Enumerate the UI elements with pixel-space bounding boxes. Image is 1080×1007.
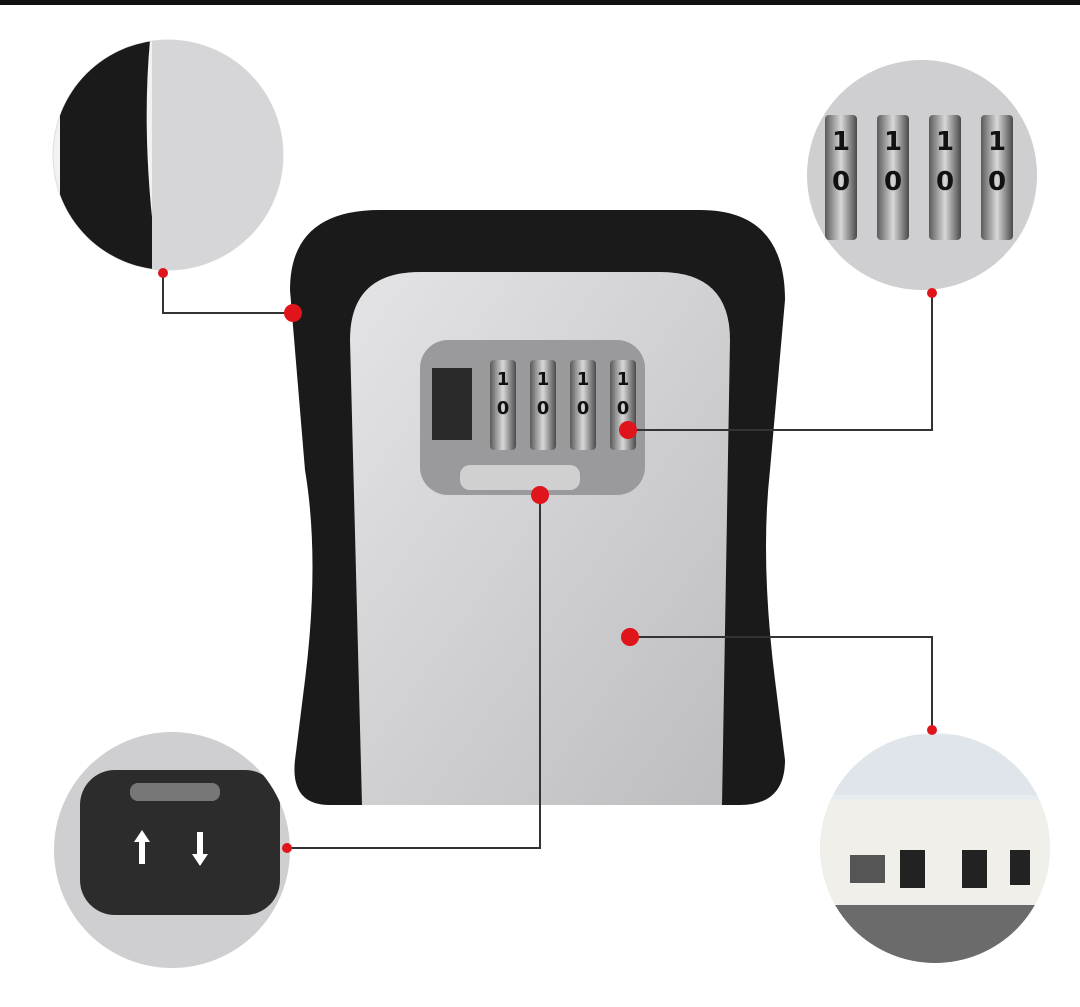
dial-digit-top: 1 (577, 369, 590, 390)
lock-body: 1 0 1 0 1 0 1 0 (290, 210, 785, 805)
dial-wheel (490, 360, 516, 450)
dial-digit-top: 1 (617, 369, 630, 390)
dial-digit-middle: 0 (617, 398, 630, 419)
detail-circle-edge (52, 39, 284, 271)
release-button (460, 465, 580, 490)
dial-digit-top: 1 (936, 127, 954, 157)
dial-wheel (981, 115, 1013, 240)
detail-circle-button (54, 732, 290, 968)
dial-digit-top: 1 (497, 369, 510, 390)
dial-digit-middle: 0 (884, 167, 902, 197)
callout-lines (162, 273, 933, 849)
dial-digit-top: 1 (537, 369, 550, 390)
dial-wheel (877, 115, 909, 240)
dial-digit-middle: 0 (577, 398, 590, 419)
up-arrow-icon (134, 830, 150, 864)
detail-circle-factory (820, 733, 1050, 963)
detail-circle-dials: 1 0 1 0 1 0 1 0 (807, 60, 1037, 290)
dial-wheel (530, 360, 556, 450)
callout-dots (158, 268, 937, 853)
down-arrow-icon (192, 832, 208, 866)
dial-digit-top: 1 (884, 127, 902, 157)
dial-wheel (825, 115, 857, 240)
top-bar (0, 0, 1080, 5)
dial-digit-top: 1 (832, 127, 850, 157)
dial-digit-middle: 0 (497, 398, 510, 419)
dial-digit-middle: 0 (537, 398, 550, 419)
dial-digit-middle: 0 (988, 167, 1006, 197)
dial-wheel (929, 115, 961, 240)
slider-button (432, 368, 472, 440)
dial-wheel (570, 360, 596, 450)
dial-digit-middle: 0 (936, 167, 954, 197)
dial-window: 1 0 1 0 1 0 1 0 (420, 340, 645, 495)
dial-digit-top: 1 (988, 127, 1006, 157)
dial-digit-middle: 0 (832, 167, 850, 197)
